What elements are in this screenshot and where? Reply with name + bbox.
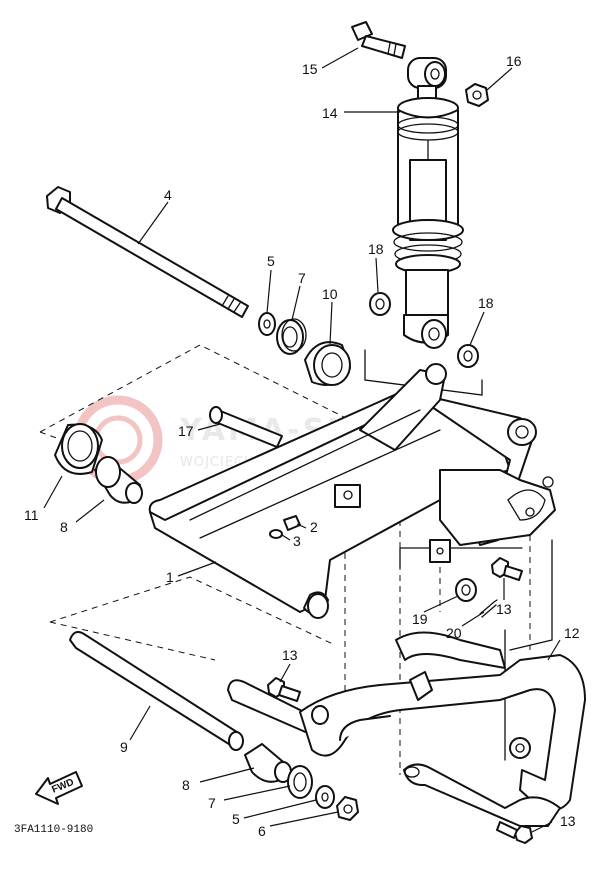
- part-18-collar-lower: [457, 344, 479, 368]
- part-13-bolt-left: [267, 677, 301, 702]
- callout-4: 4: [164, 187, 172, 203]
- part-16-nut: [465, 83, 489, 107]
- callout-18-lower: 18: [478, 295, 494, 311]
- callout-5-top: 5: [267, 253, 275, 269]
- part-19-washer: [455, 578, 477, 602]
- part-4-pivot-shaft: [46, 186, 249, 318]
- part-1-swingarm: [148, 363, 556, 619]
- leader-lines: [43, 47, 561, 833]
- part-8-bushing-left: [94, 456, 143, 504]
- callout-18-upper: 18: [368, 241, 384, 257]
- part-5-washer-bottom: [315, 785, 335, 809]
- callout-numbers: 15 16 14 4 5 7 10 18 18 17 11 8 1 2 3 9 …: [24, 53, 580, 839]
- part-7-seal-bottom: [287, 765, 313, 799]
- part-13-bolt-bottom: [496, 821, 533, 844]
- callout-15: 15: [302, 61, 318, 77]
- part-6-nut: [336, 796, 359, 821]
- callout-9: 9: [120, 739, 128, 755]
- callout-13-right: 13: [496, 601, 512, 617]
- callout-14: 14: [322, 105, 338, 121]
- callout-6: 6: [258, 823, 266, 839]
- callout-13-left: 13: [282, 647, 298, 663]
- callout-19: 19: [412, 611, 428, 627]
- part-15-bolt: [351, 21, 406, 59]
- callout-1: 1: [166, 569, 174, 585]
- callout-20: 20: [446, 625, 462, 641]
- part-12-stand: [227, 631, 586, 827]
- callout-7-bottom: 7: [208, 795, 216, 811]
- part-7-seal-top: [276, 318, 307, 355]
- part-13-bolt-right: [491, 557, 523, 581]
- part-10-thrust-cover: [304, 341, 351, 386]
- callout-7-top: 7: [298, 270, 306, 286]
- part-11-bushing: [54, 423, 103, 475]
- callout-10: 10: [322, 286, 338, 302]
- part-18-collar-upper: [369, 292, 391, 316]
- callout-16: 16: [506, 53, 522, 69]
- part-5-washer-top: [258, 312, 276, 336]
- callout-13-bottom: 13: [560, 813, 576, 829]
- part-8-bushing-bottom: [244, 743, 292, 783]
- callout-2: 2: [310, 519, 318, 535]
- diagram-code: 3FA1110-9180: [14, 824, 93, 836]
- callout-8-bottom: 8: [182, 777, 190, 793]
- callout-5-bottom: 5: [232, 811, 240, 827]
- callout-8-left: 8: [60, 519, 68, 535]
- part-9-shaft: [69, 631, 244, 751]
- part-20-cotter-pin: [479, 599, 498, 618]
- callout-3: 3: [293, 533, 301, 549]
- fwd-arrow-icon: FWD: [35, 771, 83, 805]
- callout-12: 12: [564, 625, 580, 641]
- callout-11: 11: [24, 507, 39, 523]
- callout-17: 17: [178, 423, 194, 439]
- part-3-washer: [269, 529, 283, 539]
- part-14-shock-absorber: [392, 57, 464, 349]
- part-17-bolt: [209, 406, 283, 448]
